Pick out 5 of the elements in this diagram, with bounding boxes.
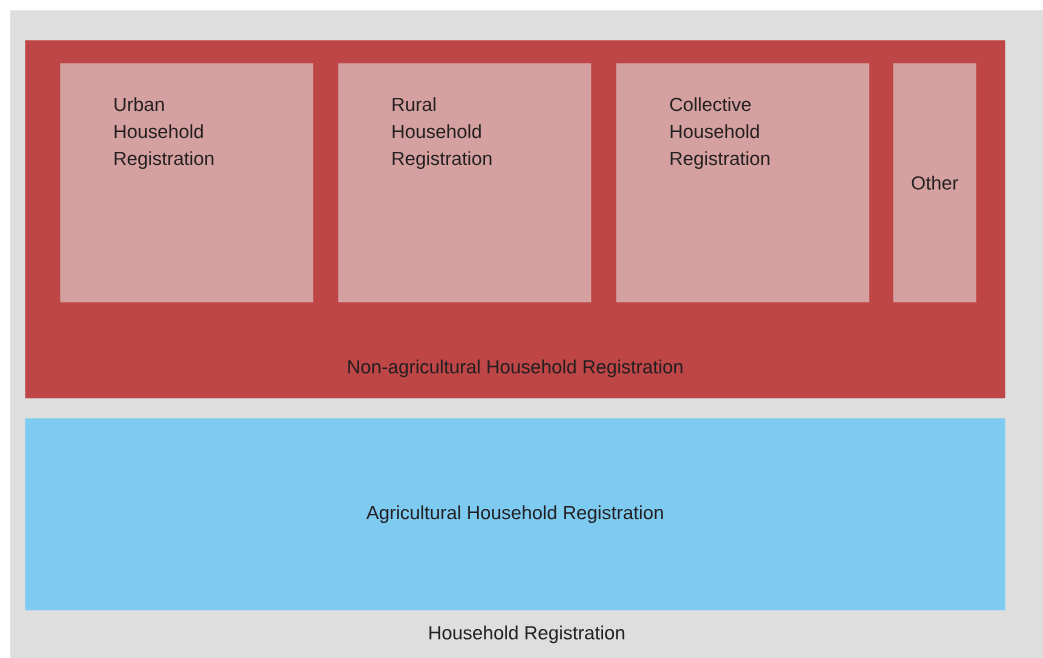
registration-box: Collective Household Registration (616, 63, 870, 303)
registration-box: Urban Household Registration (60, 63, 314, 303)
registration-box: Other (893, 63, 977, 303)
category-panel: Agricultural Household Registration (25, 418, 1006, 611)
registration-box: Rural Household Registration (338, 63, 592, 303)
